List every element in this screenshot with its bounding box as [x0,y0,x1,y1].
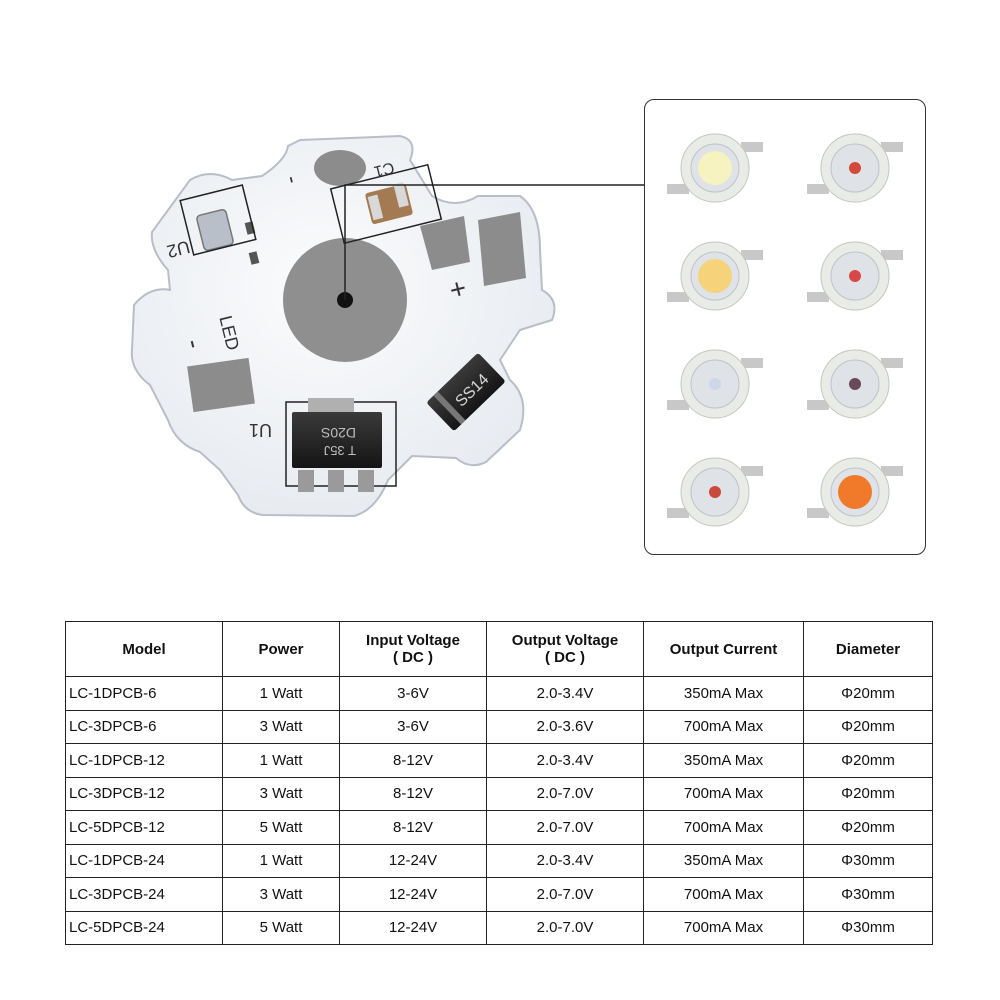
chip-u1: D20S T 35J [285,398,397,492]
cell-diameter: Φ20mm [803,810,933,845]
component-u2 [196,209,234,251]
cell-model: LC-3DPCB-6 [65,709,223,744]
cell-power: 3 Watt [222,877,340,912]
cell-model: LC-5DPCB-12 [65,810,223,845]
cell-diameter: Φ30mm [803,843,933,878]
cell-output-voltage: 2.0-7.0V [486,910,644,945]
leader-line [344,184,644,300]
cell-input-voltage: 8-12V [339,810,487,845]
cell-model: LC-1DPCB-12 [65,743,223,778]
cell-power: 1 Watt [222,843,340,878]
cell-power: 1 Watt [222,676,340,711]
cell-input-voltage: 8-12V [339,743,487,778]
cell-power: 3 Watt [222,709,340,744]
cell-output-current: 700mA Max [643,810,804,845]
positive-pad-2 [478,212,526,286]
led-grid [667,133,903,527]
cell-output-current: 700mA Max [643,709,804,744]
label-u1: U1 [249,420,272,440]
cell-diameter: Φ30mm [803,910,933,945]
cell-diameter: Φ20mm [803,743,933,778]
cell-output-current: 350mA Max [643,743,804,778]
cell-diameter: Φ20mm [803,709,933,744]
cell-output-voltage: 2.0-7.0V [486,776,644,811]
led-emitter [807,241,903,311]
negative-pad [187,357,255,413]
led-emitter [667,349,763,419]
cell-diameter: Φ30mm [803,877,933,912]
cell-output-current: 350mA Max [643,676,804,711]
cell-output-voltage: 2.0-3.4V [486,743,644,778]
led-emitter [667,133,763,203]
cell-model: LC-3DPCB-24 [65,877,223,912]
cell-input-voltage: 12-24V [339,877,487,912]
positive-pad [420,216,470,270]
header-input-voltage: Input Voltage( DC ) [339,621,487,677]
cell-model: LC-5DPCB-24 [65,910,223,945]
chip-marking-1: D20S [321,425,356,441]
cell-diameter: Φ20mm [803,776,933,811]
led-emitter [807,133,903,203]
cell-model: LC-1DPCB-24 [65,843,223,878]
cell-output-voltage: 2.0-3.4V [486,676,644,711]
cell-output-voltage: 2.0-7.0V [486,810,644,845]
led-variants-panel [644,99,926,555]
label-plus: + [446,272,469,306]
cell-model: LC-3DPCB-12 [65,776,223,811]
cell-power: 5 Watt [222,810,340,845]
cell-output-current: 350mA Max [643,843,804,878]
cell-power: 3 Watt [222,776,340,811]
cell-output-voltage: 2.0-7.0V [486,877,644,912]
header-output-current: Output Current [643,621,804,677]
label-c1: C1 [372,158,396,179]
cell-input-voltage: 12-24V [339,843,487,878]
pcb-board-figure: C1 U2 LED - - + SS14 D20S T 35J U1 [130,134,644,518]
cell-input-voltage: 12-24V [339,910,487,945]
cell-output-voltage: 2.0-3.4V [486,843,644,878]
cell-input-voltage: 3-6V [339,709,487,744]
header-power: Power [222,621,340,677]
led-emitter [807,457,903,527]
top-oval-pad [314,150,366,186]
cell-model: LC-1DPCB-6 [65,676,223,711]
cell-input-voltage: 8-12V [339,776,487,811]
diode-ss14: SS14 [427,353,505,431]
cell-output-current: 700mA Max [643,877,804,912]
cell-output-voltage: 2.0-3.6V [486,709,644,744]
header-model: Model [65,621,223,677]
cell-input-voltage: 3-6V [339,676,487,711]
cell-output-current: 700mA Max [643,910,804,945]
cell-diameter: Φ20mm [803,676,933,711]
led-emitter [667,241,763,311]
cell-output-current: 700mA Max [643,776,804,811]
header-diameter: Diameter [803,621,933,677]
led-emitter [807,349,903,419]
cell-power: 1 Watt [222,743,340,778]
header-output-voltage: Output Voltage( DC ) [486,621,644,677]
chip-marking-2: T 35J [324,443,356,458]
led-emitter [667,457,763,527]
table-header-row: Model Power Input Voltage( DC ) Output V… [65,621,933,677]
spec-table: Model Power Input Voltage( DC ) Output V… [65,621,933,945]
cell-power: 5 Watt [222,910,340,945]
